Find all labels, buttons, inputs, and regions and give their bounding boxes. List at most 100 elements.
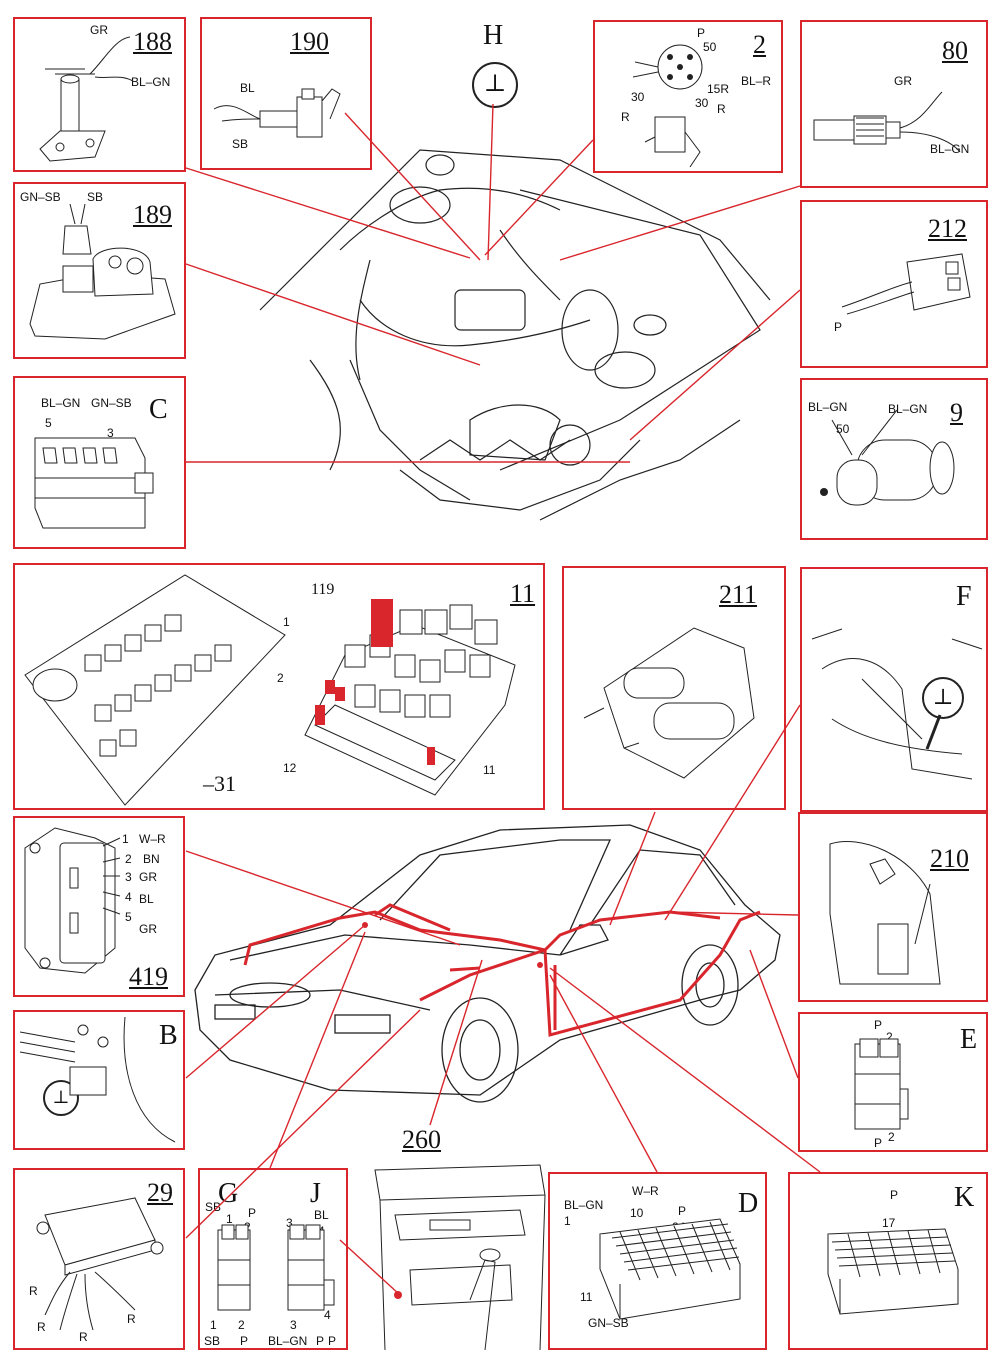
component-number: 211 bbox=[719, 580, 758, 609]
wire-label: GN–SB bbox=[91, 396, 132, 410]
wire-label: 15R bbox=[707, 82, 730, 96]
panel-E: E P 2 P 2 bbox=[798, 1012, 988, 1152]
wire-label: GR bbox=[139, 922, 157, 936]
wire-label: W–R bbox=[139, 832, 166, 846]
panel-G-J: G J SB 1 P 2 1 2 SB P BL 3 4 3 4 BL–GN P… bbox=[198, 1168, 348, 1350]
pin-label: 3 bbox=[290, 1318, 297, 1332]
ground-symbol: ⊥ bbox=[472, 62, 518, 108]
connector-letter: E bbox=[960, 1024, 978, 1055]
pin-label: 3 bbox=[107, 426, 114, 440]
trunk-area-illustration bbox=[811, 628, 983, 780]
panel-189: 189 GN–SB SB bbox=[13, 182, 186, 359]
pin-label: 1 bbox=[564, 1214, 571, 1228]
control-module-illustration bbox=[24, 827, 121, 974]
ground-terminal-label: –31 bbox=[203, 771, 236, 796]
fuse-box-illustration bbox=[24, 574, 516, 806]
panel-C: C BL–GN GN–SB 5 3 bbox=[13, 376, 186, 549]
panel-2: 2 P 50 BL–R 15R 30 30 R R bbox=[593, 20, 783, 173]
module-illustration bbox=[36, 1197, 164, 1331]
component-number: 419 bbox=[129, 962, 168, 991]
wire-label: 30 bbox=[631, 90, 645, 104]
wire-label: BL–GN bbox=[268, 1334, 308, 1348]
component-number: 188 bbox=[133, 27, 172, 56]
wire-label: P bbox=[697, 26, 706, 40]
pin-label: 1 bbox=[122, 832, 129, 846]
wire-label: 50 bbox=[703, 40, 717, 54]
fuse-label: 1 bbox=[283, 615, 290, 629]
pin-label: 10 bbox=[630, 1206, 644, 1220]
fuse-label: 11 bbox=[483, 763, 496, 777]
connector-letter: K bbox=[954, 1182, 975, 1213]
ground-point-label: H bbox=[483, 20, 504, 51]
ground-icon: ⊥ bbox=[483, 71, 507, 97]
panel-80: 80 GR BL–GN bbox=[800, 20, 988, 188]
wire-label: SB bbox=[204, 1334, 221, 1348]
connector-illustration bbox=[827, 1228, 959, 1315]
wire-label: P bbox=[316, 1334, 325, 1348]
pin-label: 2 bbox=[238, 1318, 245, 1332]
pin-label: 5 bbox=[45, 416, 52, 430]
component-number: 189 bbox=[133, 200, 172, 229]
component-number: 9 bbox=[950, 398, 963, 427]
wire-label: SB bbox=[232, 137, 249, 151]
wire-label: P bbox=[240, 1334, 249, 1348]
pin-label: 2 bbox=[888, 1130, 895, 1144]
wire-label: SB bbox=[87, 190, 104, 204]
wire-label: BL–GN bbox=[808, 400, 848, 414]
component-number: 190 bbox=[290, 27, 329, 56]
wire-label: P bbox=[328, 1334, 337, 1348]
wire-label: R bbox=[37, 1320, 46, 1334]
wire-label: GR bbox=[894, 74, 912, 88]
wire-label: P bbox=[678, 1204, 687, 1218]
panel-188: 188 GR BL–GN bbox=[13, 17, 186, 172]
panel-211: 211 bbox=[562, 566, 786, 810]
temperature-sensor-illustration bbox=[813, 91, 961, 153]
wire-label: GR bbox=[139, 870, 157, 884]
wire-label: 30 bbox=[695, 96, 709, 110]
wire-label: BL–GN bbox=[131, 75, 171, 89]
pin-label: 17 bbox=[882, 1216, 896, 1230]
ground-icon: ⊥ bbox=[932, 684, 954, 709]
pin-label: 1 bbox=[210, 1318, 217, 1332]
wire-label: P bbox=[874, 1136, 883, 1150]
wire-label: R bbox=[127, 1312, 136, 1326]
component-number: 2 bbox=[753, 30, 766, 59]
starter-motor-illustration bbox=[820, 409, 955, 506]
fuse-label: 12 bbox=[283, 761, 297, 775]
wire-label: BL–GN bbox=[564, 1198, 604, 1212]
sensor-illustration bbox=[39, 36, 134, 162]
wire-label: BL bbox=[139, 892, 154, 906]
pin-label: 3 bbox=[125, 870, 132, 884]
control-unit-illustration bbox=[29, 203, 176, 340]
fuel-tank-sender-illustration bbox=[829, 840, 941, 985]
connector-illustration bbox=[599, 1218, 741, 1320]
pin-label: 2 bbox=[886, 1030, 893, 1044]
wire-label: GN–SB bbox=[20, 190, 61, 204]
relay-119-highlight bbox=[371, 599, 393, 647]
wire-label: P bbox=[890, 1188, 899, 1202]
wire-label: BL–R bbox=[741, 74, 772, 88]
ignition-switch-illustration bbox=[632, 44, 703, 168]
wire-label: R bbox=[79, 1330, 88, 1344]
pin-label: 4 bbox=[324, 1308, 331, 1322]
panel-190: 190 BL SB bbox=[200, 17, 372, 170]
component-number: 210 bbox=[930, 844, 969, 873]
component-number: 11 bbox=[510, 579, 536, 608]
wire-label: BL–GN bbox=[930, 142, 970, 156]
panel-11: 11 119 1 2 12 11 –31 bbox=[13, 563, 545, 810]
wire-label: BL bbox=[240, 81, 255, 95]
wire-label: P bbox=[874, 1018, 883, 1032]
wire-label: GN–SB bbox=[588, 1316, 629, 1330]
wire-label: R bbox=[29, 1284, 38, 1298]
connector-illustration bbox=[34, 437, 154, 529]
panel-9: 9 BL–GN BL–GN 50 bbox=[800, 378, 988, 540]
pin-label: 2 bbox=[125, 852, 132, 866]
fuel-pump-illustration bbox=[583, 627, 755, 779]
panel-419: 419 1 W–R 2 BN 3 GR 4 BL 5 GR bbox=[13, 816, 185, 997]
pin-label: 11 bbox=[580, 1290, 593, 1304]
connector-illustration bbox=[841, 253, 971, 315]
pin-label: 4 bbox=[125, 890, 132, 904]
relay-label: 119 bbox=[311, 581, 335, 598]
panel-B: B ⊥ bbox=[13, 1010, 185, 1150]
ground-icon: ⊥ bbox=[52, 1087, 70, 1107]
